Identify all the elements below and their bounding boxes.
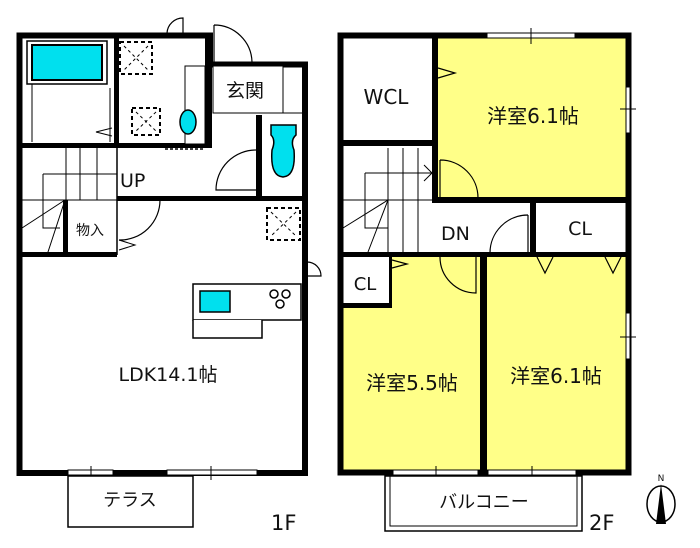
compass-icon: N xyxy=(646,474,676,524)
bedroom-sw-door-icon xyxy=(439,256,477,294)
room-label-bedroom-se: 洋室6.1帖 xyxy=(510,364,602,388)
stairs-dn-label: DN xyxy=(441,223,470,245)
room-label-entrance: 玄関 xyxy=(226,80,264,102)
toilet-icon xyxy=(270,124,297,178)
room-label-bedroom-sw: 洋室5.5帖 xyxy=(366,371,458,395)
balcony: バルコニー xyxy=(384,475,583,532)
room-label-storage: 物入 xyxy=(76,223,104,239)
window-icon xyxy=(166,17,184,34)
closet-door-icon xyxy=(536,256,622,275)
room-label-closet-east: CL xyxy=(568,218,592,240)
bathtub-icon xyxy=(31,44,103,81)
room-label-ldk: LDK14.1帖 xyxy=(119,364,218,386)
floor-label-1f: 1F xyxy=(271,511,296,535)
storage-door-icon xyxy=(118,199,161,241)
kitchen-counter xyxy=(192,283,302,339)
floor-2: WCL 洋室6.1帖 DN CL CL 洋室5.5帖 洋室6.1帖 バルコニー … xyxy=(337,28,636,535)
wcl-door-icon xyxy=(437,67,458,79)
stairs-1f xyxy=(21,148,118,256)
toilet-door-icon xyxy=(215,149,257,191)
bedroom-se-door-icon xyxy=(489,214,529,254)
washing-machine-icon xyxy=(131,107,161,136)
room-label-balcony: バルコニー xyxy=(439,492,529,513)
floor-label-2f: 2F xyxy=(589,511,614,535)
stove-icon xyxy=(269,289,291,309)
terrace: テラス xyxy=(67,475,194,528)
bedroom-southeast xyxy=(486,256,626,471)
stairs-up-label: UP xyxy=(120,170,145,192)
washroom xyxy=(119,41,206,150)
door-marker-icon xyxy=(95,127,113,137)
fridge-space-icon xyxy=(266,207,301,241)
bathroom xyxy=(26,40,113,142)
sink-icon xyxy=(199,290,231,313)
toilet-room xyxy=(215,115,297,198)
washbasin-icon xyxy=(179,109,197,135)
room-label-bedroom-north: 洋室6.1帖 xyxy=(487,104,579,128)
room-label-terrace: テラス xyxy=(103,490,157,511)
room-label-wcl: WCL xyxy=(364,85,410,109)
entrance: 玄関 xyxy=(212,24,302,114)
stairs-2f xyxy=(342,148,438,253)
room-label-closet-west: CL xyxy=(354,274,377,295)
side-door-icon xyxy=(306,261,322,277)
front-door-icon xyxy=(213,24,253,63)
bedroom-north-door-icon xyxy=(439,159,479,199)
ventilation-fan-icon xyxy=(119,41,153,75)
compass-north-label: N xyxy=(658,474,665,484)
floor-1: 玄関 UP 物入 LDK14 xyxy=(16,17,322,535)
bedroom-north xyxy=(438,38,626,199)
